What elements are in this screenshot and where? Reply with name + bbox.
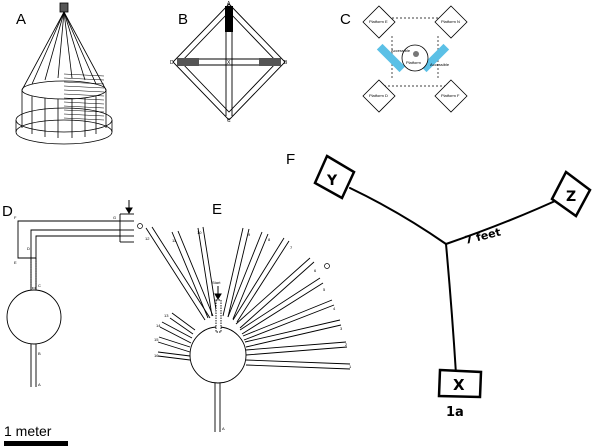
- e-arm-7: 7: [290, 245, 293, 250]
- platform-e-label: Platform E: [369, 19, 388, 24]
- panel-c-label: C: [340, 11, 351, 28]
- box-z-label: Z: [566, 189, 576, 205]
- box-y-label: Y: [326, 173, 338, 189]
- arm-label-d: D: [170, 60, 174, 66]
- arm-a-dark-section: [225, 6, 233, 32]
- panel-b-label: B: [178, 11, 188, 28]
- accessible-path-left: [376, 43, 406, 73]
- accessible-path-right: [420, 43, 450, 73]
- central-arena: [189, 326, 247, 384]
- platform-d-label: Platform D: [369, 93, 388, 98]
- e-arm-16: 16: [154, 353, 159, 358]
- panel-b: B A D B C X: [170, 1, 288, 124]
- goal-marker: [137, 223, 143, 229]
- d-label-a: A: [38, 382, 41, 387]
- e-arm-2: 2: [345, 342, 348, 347]
- platform-e: [362, 5, 396, 39]
- panel-c: C Platform E Platform N Platform D Platf…: [340, 5, 468, 113]
- e-arm-12: 12: [145, 236, 150, 241]
- panel-a-label: A: [16, 11, 26, 28]
- arm-b-dark-section: [259, 58, 281, 66]
- start-alley: [215, 299, 222, 333]
- platform-f: [434, 79, 468, 113]
- start-arrow-icon: [214, 286, 222, 300]
- e-arm-5: 5: [323, 287, 326, 292]
- stem-corridor: [214, 383, 221, 432]
- hatched-section: [63, 73, 105, 121]
- platform-f-label: Platform F: [441, 93, 460, 98]
- path-label-right: Accessible: [430, 62, 450, 67]
- panel-e: E Start: [145, 201, 352, 432]
- box-z: Z: [550, 170, 592, 218]
- arm-d-dark-section: [177, 58, 199, 66]
- scale-bar-line: [4, 441, 68, 446]
- central-platform-label: Platform: [406, 60, 422, 65]
- e-arm-1: 1: [349, 364, 352, 369]
- detour-maze: [6, 213, 134, 387]
- panel-d-label: D: [2, 203, 13, 220]
- e-arm-4: 4: [333, 306, 336, 311]
- box-y: Y: [313, 154, 356, 200]
- start-marker: [413, 51, 419, 57]
- top-mount: [59, 2, 69, 13]
- textured-entry-section: [30, 257, 37, 289]
- start-label: Start: [212, 280, 221, 285]
- platform-n: [434, 5, 468, 39]
- arm-label-c: C: [227, 118, 231, 124]
- platform-n-label: Platform N: [441, 19, 460, 24]
- e-arm-8: 8: [268, 237, 271, 242]
- arm-label-b: B: [284, 60, 288, 66]
- box-x: X: [437, 368, 483, 399]
- cylinder-apparatus: [15, 2, 113, 145]
- panel-f: F Y Z X 7 feet 1a: [286, 151, 592, 420]
- distance-label: 7 feet: [464, 225, 503, 246]
- e-arm-11: 11: [172, 238, 177, 243]
- d-label-f: F: [14, 215, 17, 220]
- e-arm-3: 3: [340, 326, 343, 331]
- sunburst-arms: [145, 226, 351, 370]
- e-arm-a: A: [222, 426, 225, 431]
- e-arm-13: 13: [164, 313, 169, 318]
- d-label-d: D: [27, 246, 30, 251]
- d-label-e: E: [14, 260, 17, 265]
- e-arm-9: 9: [248, 232, 251, 237]
- y-maze-arms: [349, 187, 567, 375]
- panel-f-label: F: [286, 151, 295, 168]
- d-label-g: G: [113, 215, 116, 220]
- panel-a: A: [15, 2, 113, 145]
- d-label-b: B: [38, 351, 41, 356]
- e-arm-6: 6: [314, 268, 317, 273]
- figure-caption: 1a: [446, 405, 464, 420]
- scale-bar-label: 1 meter: [4, 423, 52, 439]
- center-label-x: X: [227, 60, 231, 66]
- d-label-c: C: [38, 283, 41, 288]
- box-x-label: X: [453, 376, 465, 394]
- central-platform: [401, 44, 429, 72]
- scale-bar: 1 meter: [4, 423, 68, 446]
- arrow-icon: [125, 200, 133, 214]
- e-arm-15: 15: [154, 337, 159, 342]
- panel-e-label: E: [212, 201, 222, 218]
- goal-marker-e: [324, 263, 330, 269]
- panel-d: D F G E D C B A: [2, 200, 143, 387]
- path-label-left: Accessible: [391, 48, 411, 53]
- e-arm-14: 14: [156, 323, 161, 328]
- e-arm-10: 10: [197, 230, 202, 235]
- arm-label-a: A: [227, 1, 231, 7]
- platform-d: [362, 79, 396, 113]
